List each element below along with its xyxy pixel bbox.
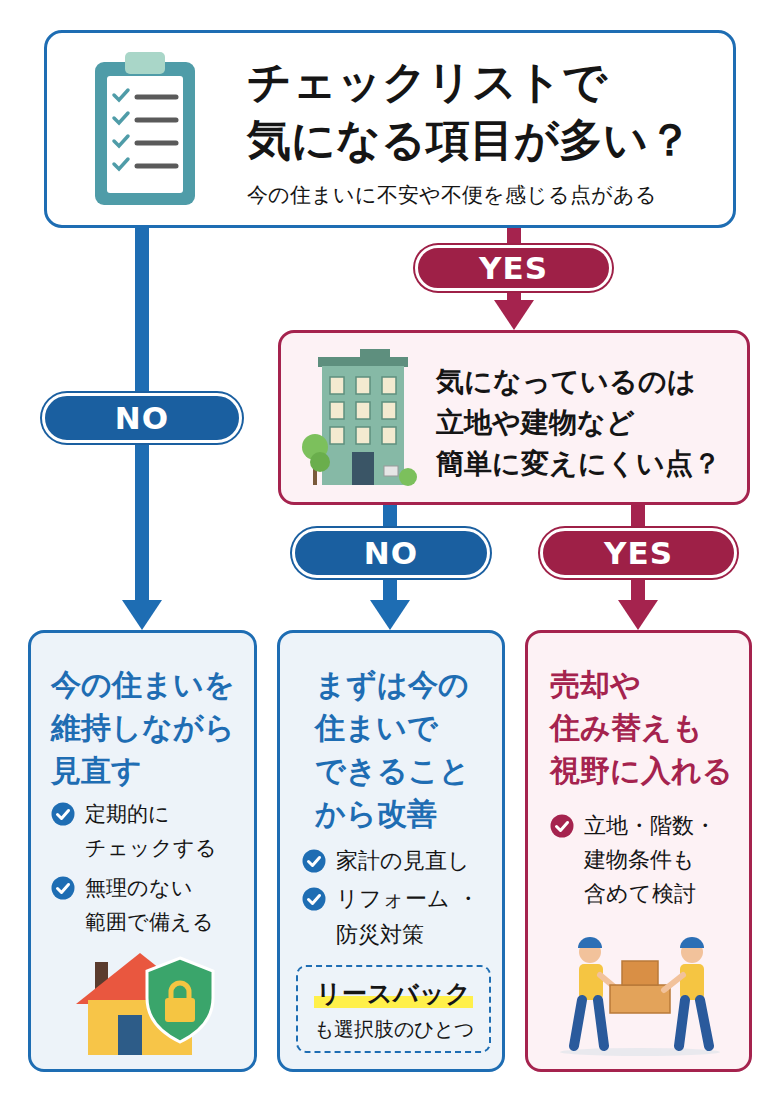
edge-label: NO — [42, 393, 242, 443]
check-icon — [302, 849, 326, 873]
decision-box: 気になっているのは 立地や建物など 簡単に変えにくい点？ — [278, 330, 750, 505]
highlight-wrap: リースバック — [298, 977, 489, 1011]
bullet-text: 立地・階数・ 建物条件も 含めて検討 — [584, 809, 745, 911]
bullet-text: 無理のない 範囲で備える — [85, 871, 246, 939]
box-heading: 今の住まいを 維持しながら 見直す — [51, 663, 256, 792]
check-icon — [51, 876, 75, 900]
check-icon — [302, 887, 326, 911]
bullet-text: リフォーム ・防災対策 — [336, 881, 497, 953]
result-box: 売却や 住み替えも 視野に入れる立地・階数・ 建物条件も 含めて検討 — [525, 630, 752, 1072]
bullet-item: 立地・階数・ 建物条件も 含めて検討 — [550, 809, 745, 911]
check-icon — [550, 814, 574, 838]
question-box: チェックリストで 気になる項目が多い？ 今の住まいに不安や不便を感じる点がある — [44, 30, 736, 228]
result-box: 今の住まいを 維持しながら 見直す定期的に チェックする無理のない 範囲で備える — [28, 630, 257, 1072]
edge-label: NO — [292, 528, 490, 578]
edge-label: YES — [540, 528, 737, 578]
bullet-item: 定期的に チェックする — [51, 797, 246, 865]
box-heading: まずは今の 住まいで できること から改善 — [315, 663, 500, 835]
bullet-item: 家計の見直し — [302, 843, 497, 879]
edge-label: YES — [415, 245, 612, 291]
box-heading: チェックリストで 気になる項目が多い？ — [247, 53, 727, 169]
bullet-text: 定期的に チェックする — [85, 797, 246, 865]
box-heading: 売却や 住み替えも 視野に入れる — [550, 663, 745, 792]
box-text: 今の住まいに不安や不便を感じる点がある — [247, 181, 727, 209]
note-box: リースバックも選択肢のひとつ — [296, 965, 491, 1053]
highlighted-text: リースバック — [314, 979, 473, 1008]
bullet-item: リフォーム ・防災対策 — [302, 881, 497, 953]
bullet-item: 無理のない 範囲で備える — [51, 871, 246, 939]
box-heading: 気になっているのは 立地や建物など 簡単に変えにくい点？ — [436, 361, 741, 484]
box-text: も選択肢のひとつ — [298, 1015, 489, 1043]
check-icon — [51, 802, 75, 826]
result-box: まずは今の 住まいで できること から改善家計の見直しリフォーム ・防災対策リー… — [277, 630, 505, 1072]
bullet-text: 家計の見直し — [336, 843, 470, 879]
